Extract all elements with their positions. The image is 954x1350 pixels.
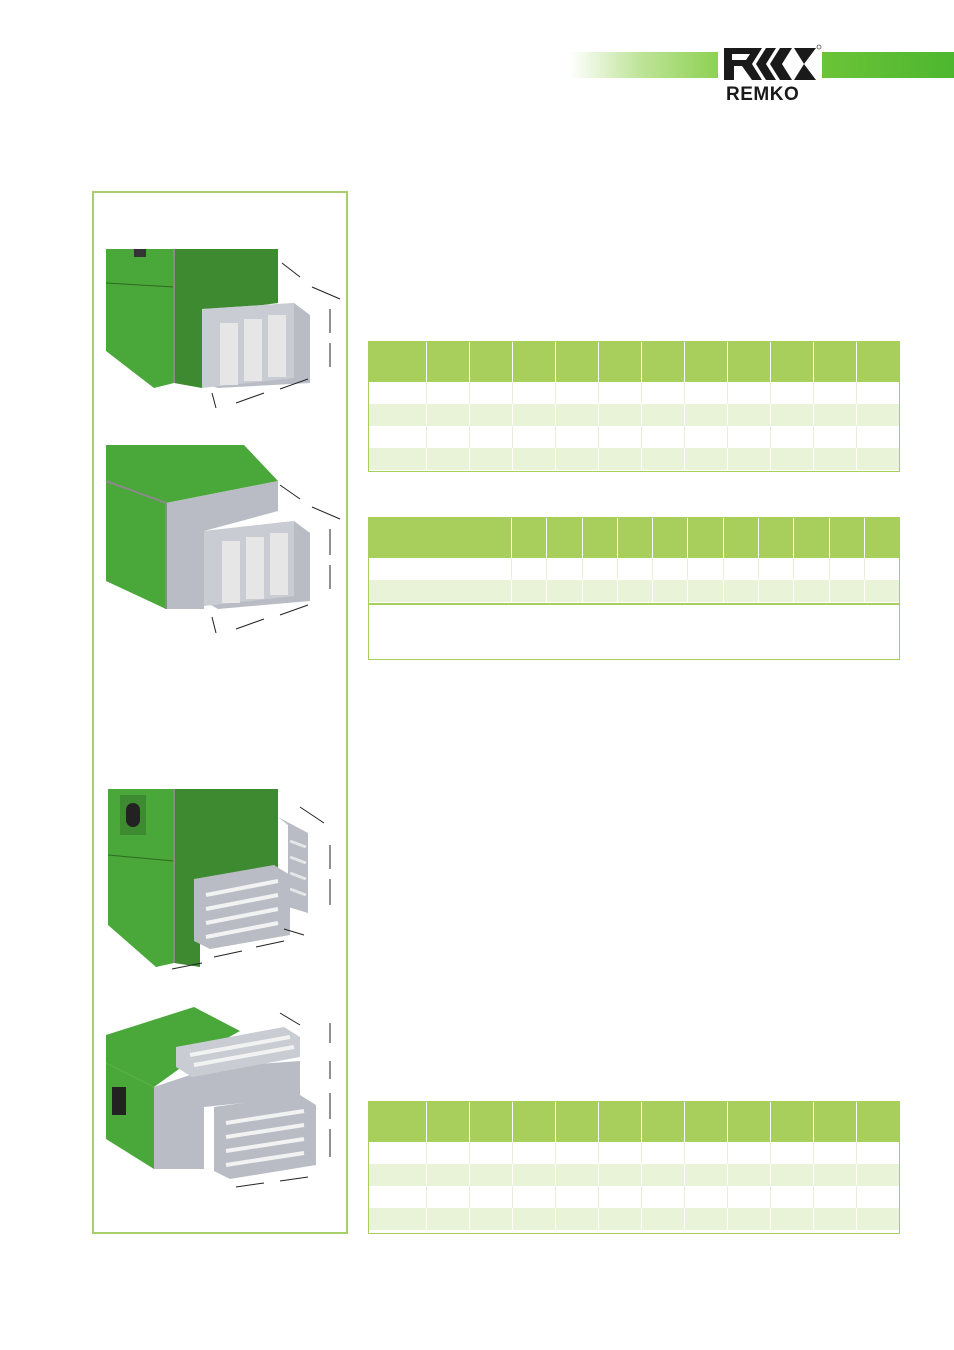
table-header-row (368, 1101, 900, 1142)
damper-box-icon (107, 789, 331, 970)
filter-box-icon (105, 249, 341, 408)
table-row (368, 1186, 900, 1208)
filter-box-horizontal-icon (105, 445, 341, 634)
table-2-note-box (368, 604, 900, 660)
table-header-row (368, 341, 900, 382)
table-row (368, 580, 900, 602)
table-row (368, 1208, 900, 1230)
spec-table-2 (368, 517, 900, 602)
table-header-row (368, 517, 900, 558)
remko-logo: REMKO (718, 44, 822, 106)
damper-box-horizontal-icon (106, 1007, 331, 1188)
table-row (368, 404, 900, 426)
spec-table-3 (368, 1101, 900, 1230)
illustration-frame (92, 191, 348, 1234)
table-row (368, 382, 900, 404)
table-row (368, 426, 900, 448)
table-row (368, 558, 900, 580)
table-row (368, 448, 900, 470)
spec-table-1 (368, 341, 900, 470)
table-row (368, 1164, 900, 1186)
table-row (368, 1142, 900, 1164)
remko-wordmark: REMKO (726, 84, 800, 105)
remko-logo-mark-icon (724, 44, 822, 80)
